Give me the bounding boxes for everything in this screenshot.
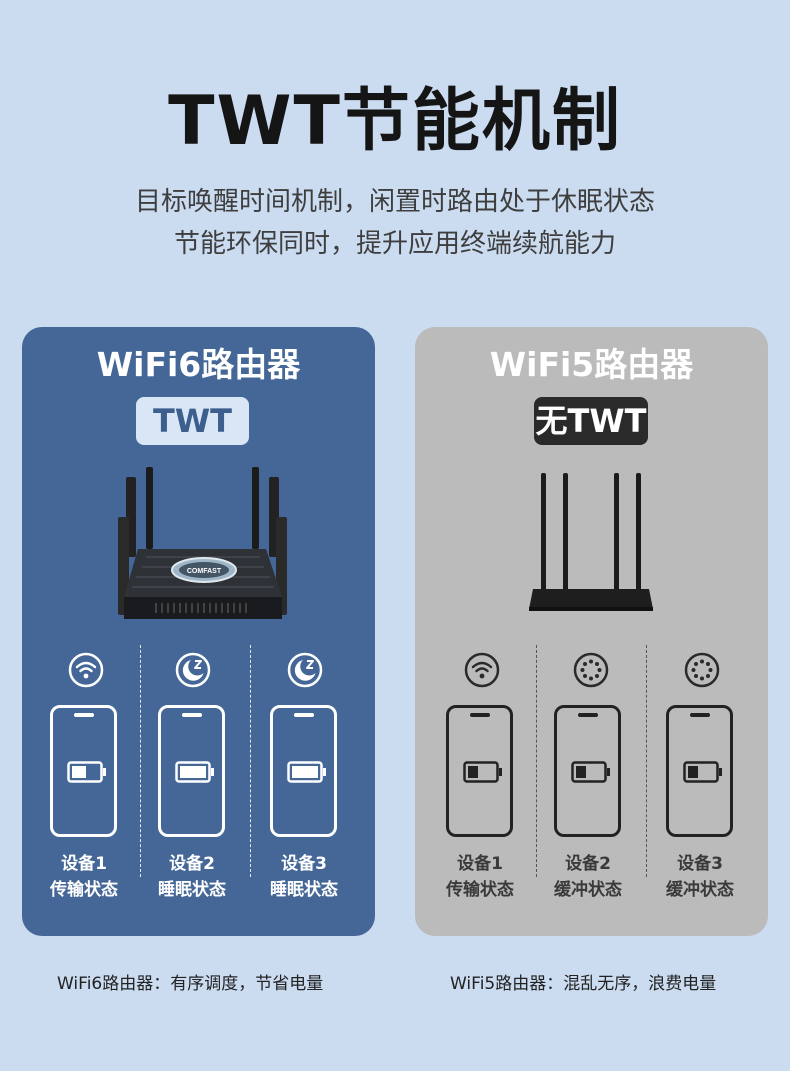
battery-low-icon	[683, 761, 722, 783]
wifi6-panel-title: WiFi6路由器	[96, 345, 301, 384]
wifi-icon	[68, 652, 104, 688]
device-3-state: 睡眠状态	[270, 880, 338, 900]
device-1-state: 传输状态	[50, 880, 118, 900]
device-2-name: 设备2	[565, 854, 611, 874]
device-2-phone	[158, 705, 225, 837]
device-3-phone	[270, 705, 337, 837]
battery-full-icon	[287, 761, 326, 783]
page-title: TWT节能机制	[168, 82, 622, 161]
device-1-phone	[446, 705, 513, 837]
device-3-phone	[666, 705, 733, 837]
device-3-name: 设备3	[281, 854, 327, 874]
battery-full-icon	[175, 761, 214, 783]
device-2-state: 睡眠状态	[158, 880, 226, 900]
device-3-state: 缓冲状态	[666, 880, 734, 900]
sleep-moon-icon	[175, 652, 211, 688]
buffering-icon	[684, 652, 720, 688]
battery-low-icon	[571, 761, 610, 783]
twt-badge: TWT	[136, 397, 249, 445]
wifi6-panel: WiFi6路由器 TWT	[22, 327, 375, 936]
wifi5-panel: WiFi5路由器 无TWT 设备1 传输状态	[415, 327, 768, 936]
battery-low-icon	[463, 761, 502, 783]
wifi6-router-image: COMFAST	[118, 467, 287, 619]
subtitle-line-1: 目标唤醒时间机制，闲置时路由处于休眠状态	[134, 187, 655, 217]
device-1-name: 设备1	[61, 854, 107, 874]
sleep-moon-icon	[287, 652, 323, 688]
device-3-name: 设备3	[677, 854, 723, 874]
device-2-phone	[554, 705, 621, 837]
no-twt-badge: 无TWT	[534, 397, 648, 445]
wifi5-router-image	[529, 473, 653, 611]
router-logo: COMFAST	[187, 568, 222, 575]
wifi6-caption: WiFi6路由器：有序调度，节省电量	[57, 974, 324, 994]
device-1-name: 设备1	[457, 854, 503, 874]
wifi5-caption: WiFi5路由器：混乱无序，浪费电量	[450, 974, 717, 994]
wifi5-panel-title: WiFi5路由器	[489, 345, 694, 384]
wifi-icon	[464, 652, 500, 688]
device-2-state: 缓冲状态	[554, 880, 622, 900]
battery-half-icon	[67, 761, 106, 783]
device-1-state: 传输状态	[446, 880, 514, 900]
device-2-name: 设备2	[169, 854, 215, 874]
buffering-icon	[573, 652, 609, 688]
device-1-phone	[50, 705, 117, 837]
subtitle-line-2: 节能环保同时，提升应用终端续航能力	[173, 229, 616, 259]
